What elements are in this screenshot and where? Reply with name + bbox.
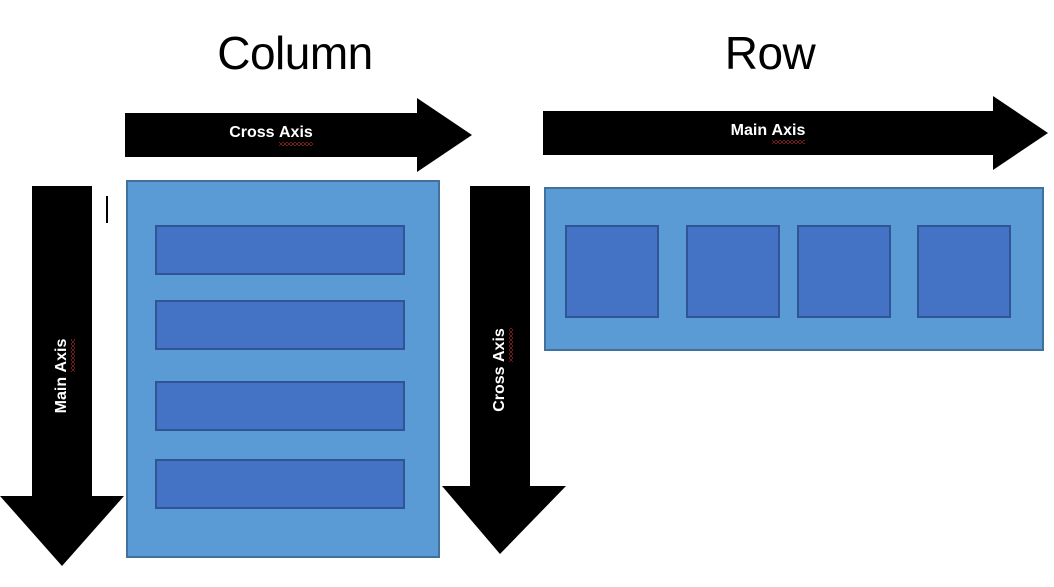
cross-axis-arrow-horizontal-column (125, 98, 472, 172)
flex-item-column-4 (155, 459, 405, 509)
cross-axis-label-column: Cross Axis (125, 124, 417, 146)
cross-axis-arrow-vertical-row (442, 186, 566, 554)
arrow-down-shape (0, 186, 124, 566)
panel-title-column: Column (217, 27, 373, 79)
main-axis-label-column: Main Axis (53, 316, 70, 436)
flex-item-row-2 (686, 225, 780, 318)
flex-item-row-3 (797, 225, 891, 318)
cross-axis-label-prefix-column: Cross (229, 124, 279, 141)
main-axis-label-row: Main Axis (543, 122, 993, 144)
arrow-right-shape (125, 98, 472, 172)
main-axis-arrow-vertical-column (0, 186, 124, 566)
arrow-right-shape (543, 96, 1048, 170)
flex-container-column (126, 180, 440, 558)
cross-axis-label-row: Cross Axis (491, 310, 508, 430)
flex-item-row-1 (565, 225, 659, 318)
panel-title-row: Row (724, 27, 816, 79)
arrow-down-shape (442, 186, 566, 554)
main-axis-label-prefix-row: Main (730, 122, 772, 139)
main-axis-label-suffix-column: Axis (53, 338, 70, 373)
flex-item-row-4 (917, 225, 1011, 318)
flex-container-row (544, 187, 1044, 351)
main-axis-label-suffix-row: Axis (771, 122, 806, 144)
flex-item-column-2 (155, 300, 405, 350)
main-axis-label-prefix-column: Main (53, 372, 70, 414)
text-cursor-caret (106, 196, 108, 223)
main-axis-arrow-horizontal-row (543, 96, 1048, 170)
cross-axis-label-prefix-row: Cross (491, 362, 508, 412)
flex-item-column-1 (155, 225, 405, 275)
cross-axis-label-suffix-row: Axis (491, 328, 508, 362)
cross-axis-label-suffix-column: Axis (279, 124, 313, 146)
flex-item-column-3 (155, 381, 405, 431)
